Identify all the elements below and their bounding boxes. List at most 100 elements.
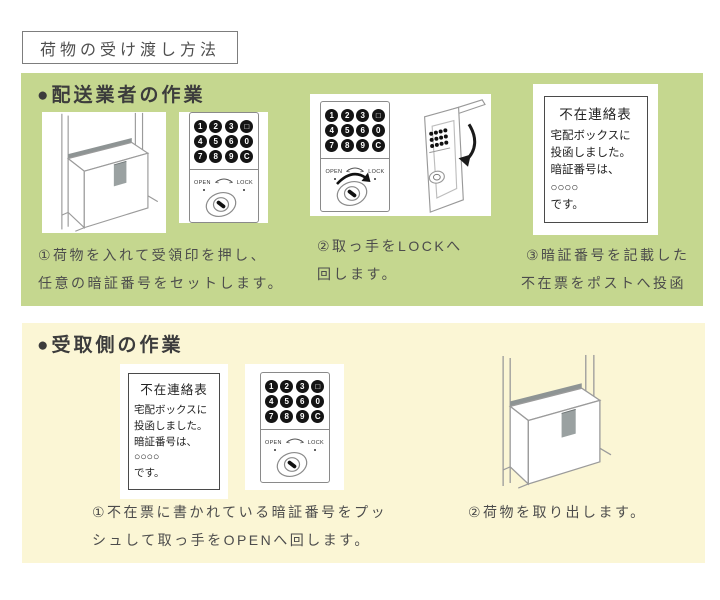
keypad-key-4: 4	[264, 394, 278, 408]
absence-notice-card: 不在連絡表 宅配ボックスに 投函しました。 暗証番号は、 ○○○○ です。	[543, 95, 648, 224]
keypad-key-9: 9	[295, 409, 309, 423]
take-out-box-illustration	[488, 353, 613, 491]
notice-line: 投函しました。	[134, 419, 208, 432]
turn-arc-icon	[346, 167, 365, 173]
keypad-key-1: 1	[325, 109, 339, 122]
keypad-key-9: 9	[224, 150, 238, 163]
lock-label: LOCK	[236, 180, 253, 186]
keypad-key-6: 6	[295, 394, 309, 408]
lock-label: LOCK	[368, 169, 385, 175]
keypad-key-8: 8	[280, 409, 294, 423]
keypad-key-0: 0	[240, 135, 254, 148]
keypad-key-5: 5	[280, 394, 294, 408]
notice-line: です。	[550, 198, 584, 211]
keypad-key-6: 6	[356, 124, 370, 137]
notice-title: 不在連絡表	[559, 106, 632, 122]
notice-line: 暗証番号は、	[550, 164, 620, 177]
turn-arc-icon	[344, 164, 366, 176]
courier-step3-caption-line2: 不在票をポストへ投函	[521, 275, 686, 291]
keypad-key-2: 2	[340, 109, 354, 122]
notice-line: です。	[134, 467, 165, 480]
keypad-key-1: 1	[264, 379, 278, 393]
page-title: 荷物の受け渡し方法	[22, 31, 238, 64]
indicator-dot	[202, 189, 205, 191]
keypad-key-□: □	[240, 120, 254, 133]
keypad-key-□: □	[311, 379, 325, 393]
keypad-lock-panel: OPEN LOCK	[321, 158, 389, 211]
notice-line: 投函しました。	[550, 147, 632, 160]
keypad-key-4: 4	[193, 135, 207, 148]
courier-step3-card: 不在連絡表 宅配ボックスに 投函しました。 暗証番号は、 ○○○○ です。	[533, 84, 658, 235]
receiver-step2-caption: ②荷物を取り出します。	[468, 504, 647, 520]
turn-arrow-icon	[336, 172, 371, 185]
courier-step2-caption-line1: ②取っ手をLOCKへ	[317, 238, 463, 254]
keypad-key-3: 3	[295, 379, 309, 393]
indicator-dot	[273, 448, 276, 451]
courier-step1-box-card	[42, 112, 166, 233]
dial-icon	[276, 451, 307, 477]
notice-line: ○○○○	[134, 451, 160, 464]
keypad-key-C: C	[240, 150, 254, 163]
courier-step1-caption-line1: ①荷物を入れて受領印を押し、	[38, 247, 268, 263]
keypad-key-7: 7	[264, 409, 278, 423]
receiver-section-header: ●受取側の作業	[37, 335, 184, 356]
absence-notice-card: 不在連絡表 宅配ボックスに 投函しました。 暗証番号は、 ○○○○ です。	[128, 373, 220, 490]
keypad-key-0: 0	[371, 124, 385, 137]
receiver-step1-caption-line2: シュして取っ手をOPENへ回します。	[92, 532, 371, 548]
turn-arc-icon	[214, 178, 233, 184]
keypad-key-8: 8	[340, 139, 354, 152]
keypad-key-6: 6	[224, 135, 238, 148]
keypad-key-8: 8	[209, 150, 223, 163]
lock-label: LOCK	[307, 439, 324, 446]
keypad-key-□: □	[371, 109, 385, 122]
receiver-step1-caption-line1: ①不在票に書かれている暗証番号をプッ	[92, 504, 388, 520]
keypad-lock-panel: OPEN LOCK	[260, 428, 329, 482]
notice-line: 宅配ボックスに	[134, 404, 208, 417]
dial-icon	[336, 181, 368, 206]
notice-line: 暗証番号は、	[134, 435, 197, 448]
page-title-text: 荷物の受け渡し方法	[39, 41, 220, 59]
turn-arc-icon	[213, 175, 235, 187]
open-label: OPEN	[325, 169, 343, 175]
door-closing-illustration	[398, 96, 488, 214]
keypad-key-C: C	[311, 409, 325, 423]
turn-arrow-icon	[333, 171, 373, 192]
receiver-step1-notice-card: 不在連絡表 宅配ボックスに 投函しました。 暗証番号は、 ○○○○ です。	[120, 364, 228, 499]
keypad-key-C: C	[371, 139, 385, 152]
courier-section-header: ●配送業者の作業	[37, 85, 206, 106]
dial-icon	[205, 192, 236, 217]
keypad-key-4: 4	[325, 124, 339, 137]
keypad-key-2: 2	[209, 120, 223, 133]
keypad-key-7: 7	[325, 139, 339, 152]
keypad-key-1: 1	[193, 120, 207, 133]
courier-step2-caption-line2: 回します。	[317, 266, 399, 282]
keypad-lock-panel: OPEN LOCK	[189, 169, 258, 222]
indicator-dot	[374, 178, 376, 180]
keypad-key-3: 3	[224, 120, 238, 133]
open-label: OPEN	[194, 180, 211, 186]
notice-title: 不在連絡表	[140, 383, 208, 398]
keypad-key-5: 5	[209, 135, 223, 148]
keypad-key-7: 7	[193, 150, 207, 163]
courier-step1-caption-line2: 任意の暗証番号をセットします。	[38, 275, 285, 291]
indicator-dot	[313, 448, 316, 451]
keypad-key-5: 5	[340, 124, 354, 137]
indicator-dot	[334, 178, 336, 180]
keypad-key-3: 3	[356, 109, 370, 122]
dial-icon	[270, 448, 316, 486]
keypad-key-9: 9	[356, 139, 370, 152]
turn-arc-icon	[284, 435, 306, 447]
notice-line: 宅配ボックスに	[550, 129, 631, 142]
notice-line: ○○○○	[550, 181, 579, 194]
receiver-section: ●受取側の作業 不在連絡表 宅配ボックスに 投函しました。 暗証番号は、 ○○○…	[22, 323, 705, 563]
open-label: OPEN	[265, 439, 282, 446]
